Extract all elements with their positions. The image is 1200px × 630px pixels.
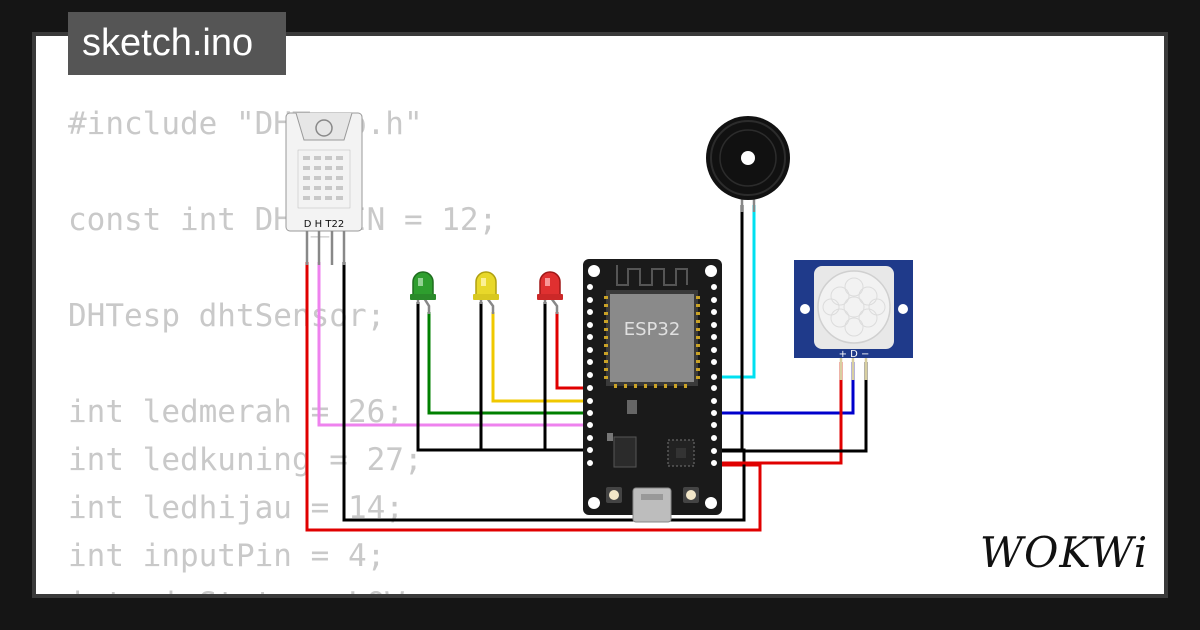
esp32-board[interactable]: ESP32 [583,259,722,523]
dht22-sensor[interactable]: D H T22 [285,112,363,265]
wire-led-yellow [491,312,590,403]
wires [305,205,868,532]
code-line: int inputPin = 4; [68,538,386,574]
pir-sensor[interactable]: + D − [794,260,913,380]
wire-pir-data [714,362,855,415]
wire-pir-gnd [714,362,868,453]
buzzer[interactable] [706,116,790,212]
bottom-frame-border [32,594,1168,598]
wire-led-gnd [416,302,590,452]
led-green[interactable] [410,271,436,314]
code-line: int ledmerah = 26; [68,394,404,430]
esp32-left-pins [586,283,594,467]
bottom-frame [0,596,1200,630]
led-yellow[interactable] [473,271,499,314]
wire-led-red [555,312,590,390]
esp32-label: ESP32 [624,319,681,340]
module-pads [604,296,700,388]
code-line: DHTesp dhtSensor; [68,298,386,334]
pir-lens-pattern [822,277,886,337]
wire-led-green [427,312,590,415]
code-line: int ledkuning = 27; [68,442,423,478]
pir-pin-labels: + D − [839,349,870,360]
wire-dht-data [317,262,590,427]
dht-vent-grid [303,156,343,200]
dht-label: D H T22 [304,219,344,230]
wokwi-logo: WOKWi [979,527,1149,577]
wire-buzzer-signal [714,205,756,379]
file-tab[interactable]: sketch.ino [68,12,286,75]
led-red[interactable] [537,271,563,314]
esp32-right-pins [710,283,718,467]
wire-pir-vcc [714,362,843,465]
